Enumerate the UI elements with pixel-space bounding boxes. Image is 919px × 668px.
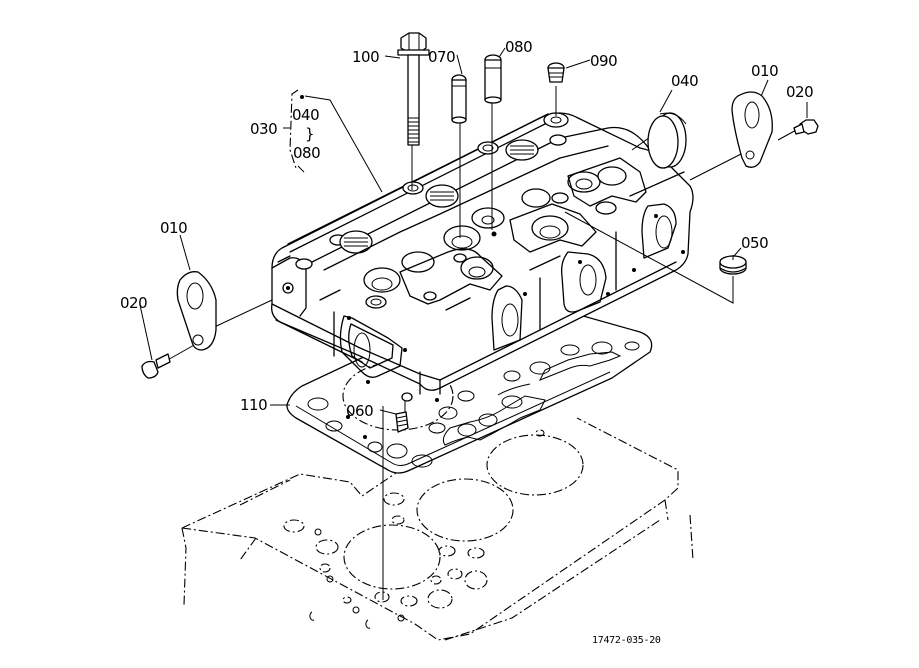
callout-110: 110 bbox=[240, 396, 267, 414]
engine-block-outline bbox=[181, 417, 694, 641]
cap-part bbox=[719, 255, 747, 275]
callout-030-group: 030 bbox=[250, 120, 277, 138]
stud-part bbox=[395, 392, 413, 433]
callout-060: 060 bbox=[346, 402, 373, 420]
callout-100: 100 bbox=[352, 48, 379, 66]
cylinder-head bbox=[271, 112, 694, 395]
callout-070: 070 bbox=[428, 48, 455, 66]
callout-040: 040 bbox=[671, 72, 698, 90]
callout-010-left: 010 bbox=[160, 219, 187, 237]
callout-090: 090 bbox=[590, 52, 617, 70]
head-bolt-part bbox=[397, 32, 430, 146]
callout-020-left: 020 bbox=[120, 294, 147, 312]
core-plug-part bbox=[647, 112, 687, 169]
valve-guide-long-part bbox=[484, 54, 502, 104]
callout-050: 050 bbox=[741, 234, 768, 252]
valve-guide-short-part bbox=[451, 74, 467, 124]
drawing-number: 17472-035-20 bbox=[592, 635, 661, 646]
group-range-end: 080 bbox=[293, 144, 320, 162]
hanger-bracket-left-part bbox=[176, 271, 217, 351]
callout-020-right: 020 bbox=[786, 83, 813, 101]
bracket-bolt-right-part bbox=[793, 119, 819, 135]
callout-010-right: 010 bbox=[751, 62, 778, 80]
assembly-group-bracket bbox=[283, 89, 305, 173]
hanger-bracket-right-part bbox=[731, 91, 773, 168]
bracket-bolt-left-part bbox=[141, 353, 171, 379]
group-range-start: 040 bbox=[292, 106, 319, 124]
callout-080: 080 bbox=[505, 38, 532, 56]
plug-part bbox=[547, 62, 565, 83]
group-range-separator: } bbox=[305, 125, 314, 143]
